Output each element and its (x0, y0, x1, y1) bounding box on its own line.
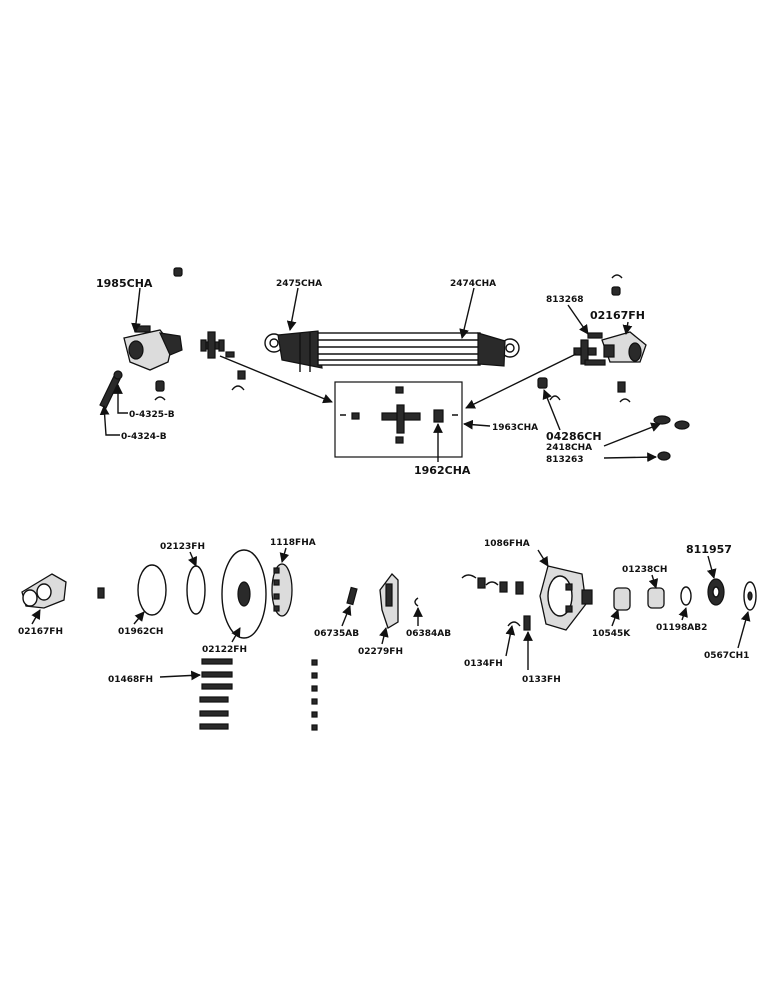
label-01238ch: 01238CH (622, 565, 667, 575)
label-2474cha: 2474CHA (450, 279, 496, 289)
repair-kit-box (334, 381, 463, 458)
cross-bearing-left (200, 331, 225, 359)
label-811957: 811957 (686, 543, 732, 556)
leader-01468fh (159, 670, 201, 681)
leader-02167fh-bottom (31, 609, 41, 625)
label-01468fh: 01468FH (108, 675, 153, 685)
leader-811957 (706, 555, 717, 579)
yoke-1985cha (123, 325, 183, 371)
label-0133fh: 0133FH (522, 675, 561, 685)
label-01962ch: 01962CH (118, 627, 163, 637)
drive-shaft-assembly (264, 330, 520, 372)
leader-01962ch (133, 611, 145, 625)
leader-cross-left-to-box (219, 355, 333, 404)
pin-right (617, 381, 626, 393)
label-1086fha: 1086FHA (484, 539, 530, 549)
label-1985cha: 1985CHA (96, 277, 153, 290)
label-02122fh: 02122FH (202, 645, 247, 655)
label-2475cha: 2475CHA (276, 279, 322, 289)
cover-0567ch1 (743, 581, 757, 611)
leader-01198ab2 (678, 607, 688, 621)
cross-bearing-right (573, 339, 606, 366)
leader-2418cha (603, 422, 661, 447)
label-813263: 813263 (546, 455, 584, 465)
leader-2474cha (459, 287, 475, 339)
label-1962cha: 1962CHA (414, 464, 471, 477)
label-10545k: 10545K (592, 629, 631, 639)
bushing-01238ch (647, 587, 665, 609)
bearing-cup-small (225, 351, 235, 358)
ring-01962ch (137, 564, 167, 616)
pin-06735ab (346, 586, 358, 606)
bearing-811957 (707, 578, 725, 606)
leader-2475cha (286, 287, 299, 331)
label-02167fh-bottom: 02167FH (18, 627, 63, 637)
leader-10545k (610, 609, 620, 627)
clip-right-b (619, 398, 631, 403)
leader-01238ch (648, 574, 659, 589)
clutch-shoes (461, 574, 531, 631)
leader-1963cha (463, 419, 491, 430)
leader-02122fh (231, 627, 241, 643)
leader-02123fh (188, 551, 198, 567)
bolts-01468fh (199, 658, 233, 730)
repair-kit-contents (340, 386, 458, 444)
bushing-10545k (613, 587, 631, 611)
leader-1086fha (537, 549, 549, 567)
grease-fitting (154, 380, 166, 401)
leader-0134fh (505, 625, 516, 657)
hub-plate-02279fh (379, 573, 399, 629)
leader-06735ab (341, 605, 352, 627)
plate-02123fh (186, 565, 206, 615)
leader-02167fh-top (622, 321, 633, 335)
label-04286ch: 04286CH (546, 430, 602, 443)
housing-1086fha (539, 565, 593, 631)
label-0134fh: 0134FH (464, 659, 503, 669)
key-small (97, 587, 105, 599)
bolts-2418cha (653, 415, 690, 430)
label-02279fh: 02279FH (358, 647, 403, 657)
label-06735ab: 06735AB (314, 629, 359, 639)
yoke-02167fh-bottom (21, 573, 67, 609)
washer-01198ab2 (680, 586, 692, 606)
leader-813268 (567, 304, 589, 335)
leader-0-4325-b (113, 384, 128, 414)
leader-02279fh (379, 627, 389, 645)
label-0567ch1: 0567CH1 (704, 651, 749, 661)
label-1118fha: 1118FHA (270, 538, 316, 548)
snap-ring-left (231, 370, 246, 391)
snap-right (537, 377, 548, 389)
leader-1985cha (131, 287, 141, 333)
label-2418cha: 2418CHA (546, 443, 592, 453)
label-0-4324-b: 0-4324-B (121, 432, 167, 442)
clip-right-a (611, 274, 623, 279)
leader-1118fha (279, 547, 290, 563)
small-cap-top (173, 267, 183, 277)
label-02123fh: 02123FH (160, 542, 205, 552)
leader-813263 (603, 452, 657, 463)
label-813268: 813268 (546, 295, 584, 305)
leader-0567ch1 (737, 611, 751, 649)
leader-cross-right-to-box (465, 353, 577, 409)
snap-right-clip (549, 395, 561, 401)
nuts-column (311, 659, 318, 731)
friction-plate-1118fha (271, 563, 293, 617)
label-01198ab2: 01198AB2 (656, 623, 707, 633)
nut-813263 (657, 451, 671, 461)
leader-0-4324-b (99, 405, 120, 436)
yoke-02167fh-top (601, 331, 647, 363)
bolt-813268 (587, 332, 603, 339)
label-02167fh-top: 02167FH (590, 309, 645, 322)
small-cap-right (611, 286, 621, 296)
label-0-4325-b: 0-4325-B (129, 410, 175, 420)
clip-06384ab (414, 597, 419, 607)
label-1963cha: 1963CHA (492, 423, 538, 433)
flange-02122fh (221, 549, 267, 639)
label-06384ab: 06384AB (406, 629, 451, 639)
leader-04286ch (542, 389, 561, 431)
